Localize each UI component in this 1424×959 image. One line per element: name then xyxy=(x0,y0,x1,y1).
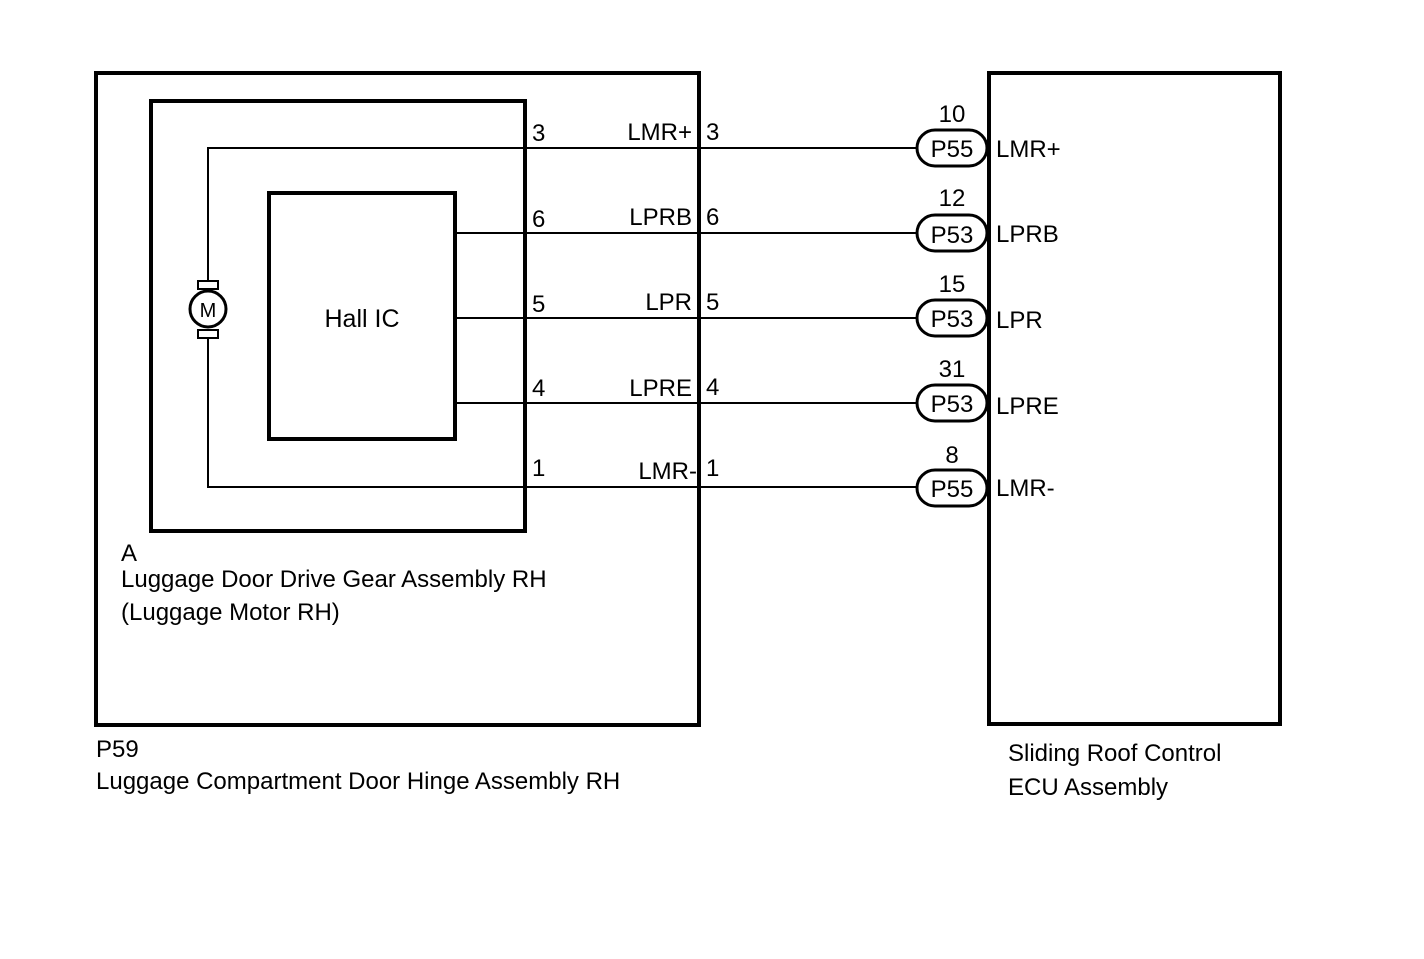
inner-pin: 5 xyxy=(532,291,545,318)
outer-pin: 6 xyxy=(706,204,719,231)
connector-label: P53 xyxy=(931,306,974,333)
connector-badge xyxy=(915,383,989,423)
ecu-pin: 15 xyxy=(939,271,966,298)
connector-label: P55 xyxy=(931,476,974,503)
connector-badge xyxy=(915,298,989,338)
signal-label: LMR+ xyxy=(627,119,692,146)
motor-label: M xyxy=(200,300,217,322)
signal-label: LPR xyxy=(645,289,692,316)
signal-label: LMR- xyxy=(638,458,697,485)
connector-label: P55 xyxy=(931,136,974,163)
ecu-signal-label: LMR+ xyxy=(996,136,1061,163)
ecu-pin: 8 xyxy=(945,442,958,469)
outer-pin: 1 xyxy=(706,455,719,482)
ecu-pin: 10 xyxy=(939,101,966,128)
hall-ic-label: Hall IC xyxy=(324,305,399,333)
signal-label: LPRB xyxy=(629,204,692,231)
outer-pin: 5 xyxy=(706,289,719,316)
inner-pin: 6 xyxy=(532,206,545,233)
ecu-name-line1: Sliding Roof Control xyxy=(1008,740,1221,767)
signal-label: LPRE xyxy=(629,375,692,402)
hinge-code: P59 xyxy=(96,736,139,763)
motor-symbol: M xyxy=(188,280,228,339)
connector-label: P53 xyxy=(931,222,974,249)
motor-wire-top xyxy=(207,147,700,283)
ecu-signal-label: LMR- xyxy=(996,475,1055,502)
drive-gear-name: Luggage Door Drive Gear Assembly RH xyxy=(121,566,547,593)
connector-badge xyxy=(915,468,989,508)
connector-badge xyxy=(915,128,989,168)
inner-pin: 1 xyxy=(532,455,545,482)
drive-gear-code: A xyxy=(121,540,137,567)
ecu-signal-label: LPRE xyxy=(996,393,1059,420)
ecu-pin: 31 xyxy=(939,356,966,383)
drive-gear-assembly-box xyxy=(149,99,527,533)
inner-pin: 3 xyxy=(532,120,545,147)
ecu-pin: 12 xyxy=(939,185,966,212)
ecu-signal-label: LPR xyxy=(996,307,1043,334)
outer-pin: 4 xyxy=(706,374,719,401)
ecu-signal-label: LPRB xyxy=(996,221,1059,248)
drive-gear-subname: (Luggage Motor RH) xyxy=(121,599,340,626)
hall-ic-box xyxy=(267,191,457,441)
outer-pin: 3 xyxy=(706,119,719,146)
connector-label: P53 xyxy=(931,391,974,418)
inner-pin: 4 xyxy=(532,375,545,402)
ecu-box xyxy=(987,71,1282,726)
motor-wire-bottom xyxy=(207,336,700,488)
connector-badge xyxy=(915,213,989,253)
ecu-name-line2: ECU Assembly xyxy=(1008,774,1168,801)
hinge-name: Luggage Compartment Door Hinge Assembly … xyxy=(96,768,620,795)
hinge-assembly-box xyxy=(94,71,701,727)
